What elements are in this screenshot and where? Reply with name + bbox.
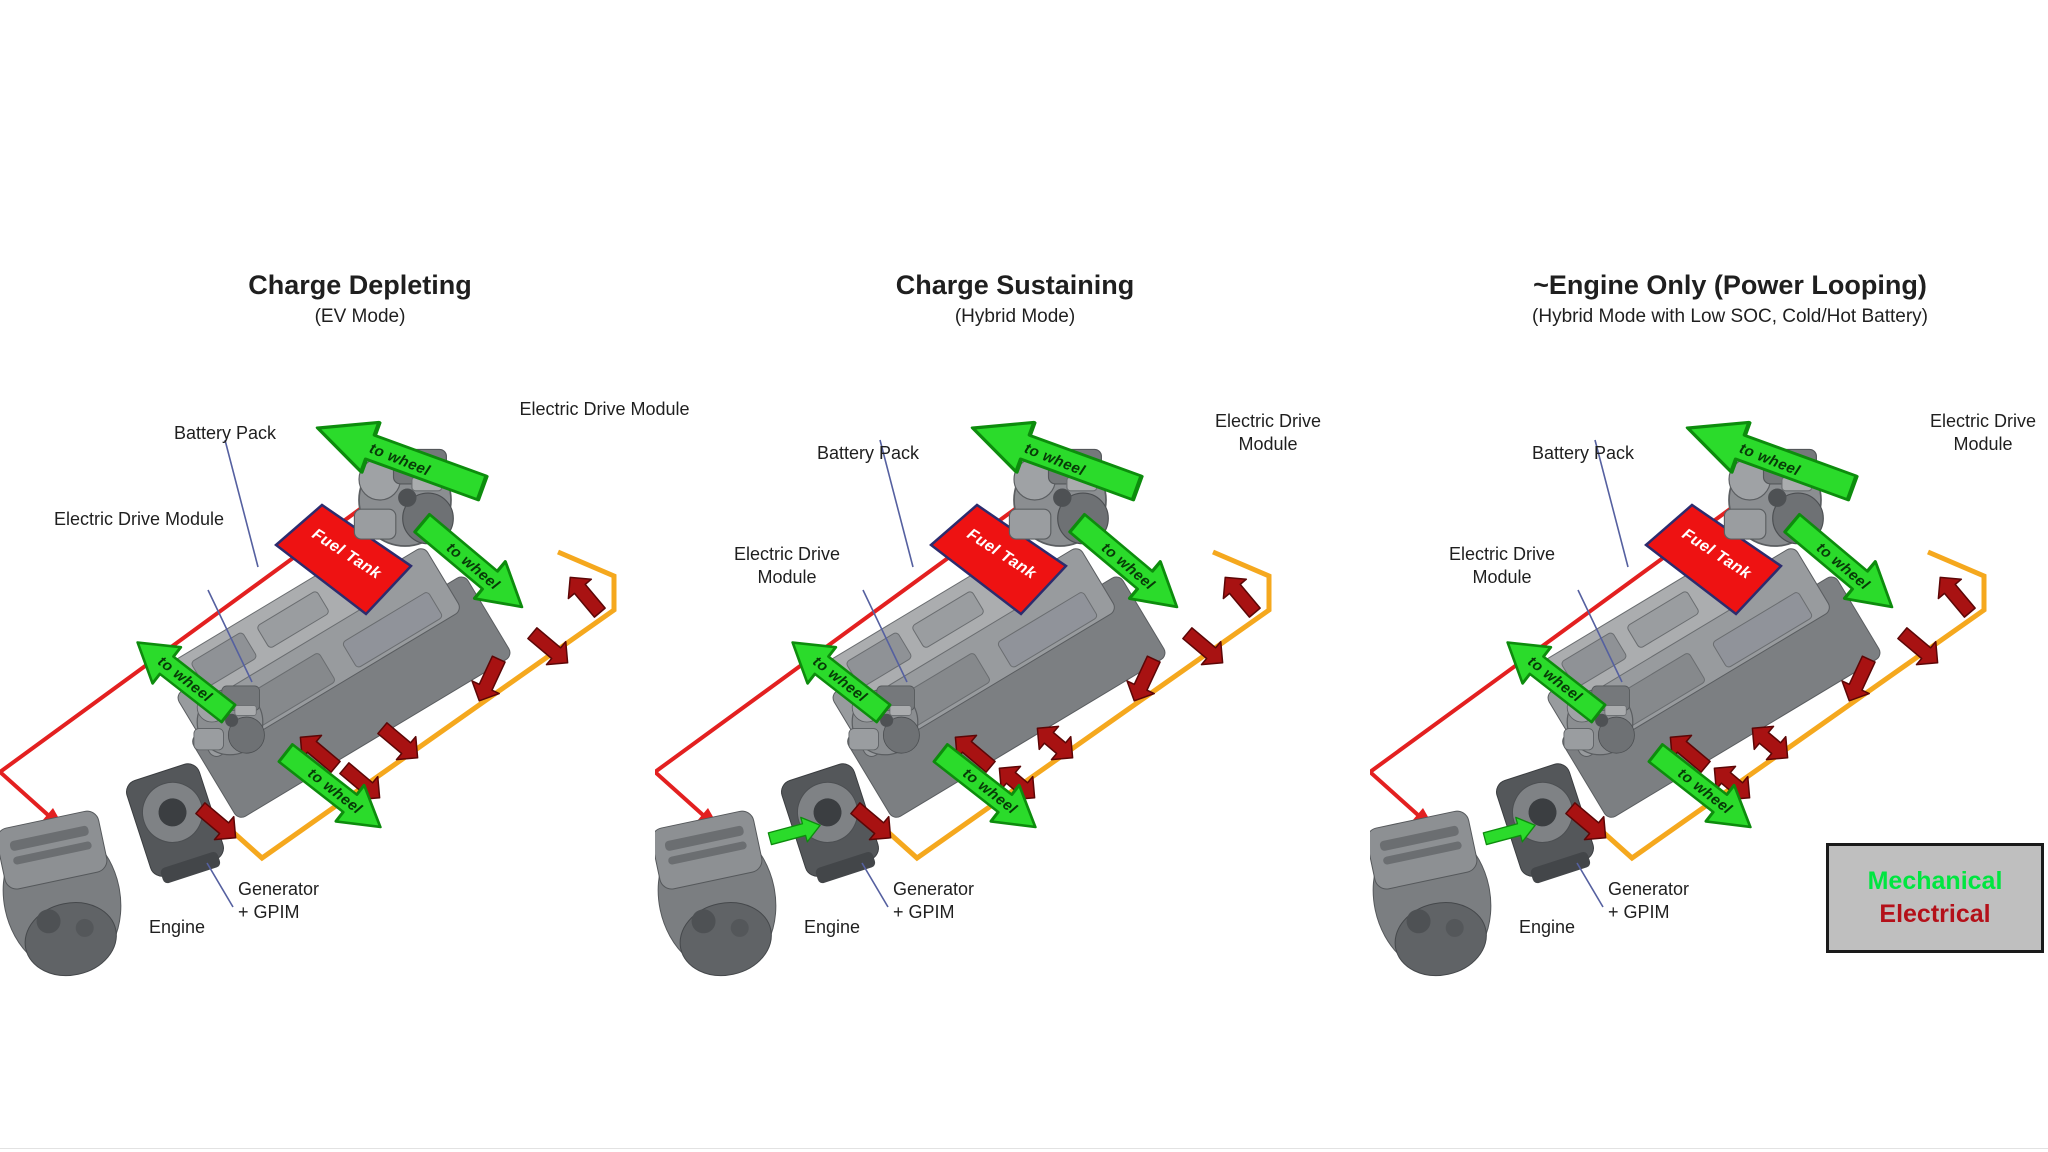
generator-label-line1: Generator — [238, 879, 320, 899]
electric-drive-module-left-label: Electric Drive Module — [1448, 544, 1555, 587]
powertrain-mode-panel: Charge Sustaining (Hybrid Mode) Fuel Tan… — [655, 250, 1415, 1152]
generator-gpim-module — [781, 763, 879, 884]
engine-label: Engine — [148, 917, 206, 937]
generator-gpim-label: Generator + GPIM — [238, 878, 388, 923]
label-pointer-line — [224, 439, 259, 568]
powertrain-mode-panel: Charge Depleting (EV Mode) Fuel Tank — [0, 250, 760, 1152]
legend-mechanical: Mechanical — [1867, 867, 2003, 895]
electrical-bus-line-orange — [212, 549, 617, 862]
electrical-flow-arrow — [1212, 566, 1268, 624]
generator-label-line2: + GPIM — [1608, 901, 1670, 922]
electric-drive-module-right-label: Electric Drive Module — [519, 399, 690, 419]
legend-box: Mechanical Electrical — [1826, 843, 2044, 953]
powertrain-diagram: Fuel Tank — [1370, 250, 1987, 977]
electrical-bus-line-orange — [867, 549, 1272, 862]
battery-pack-label: Battery Pack — [816, 443, 920, 463]
electric-drive-module-left-label: Electric Drive Module — [53, 509, 225, 529]
panel-subtitle: (Hybrid Mode with Low SOC, Cold/Hot Batt… — [1532, 306, 1928, 327]
powertrain-diagram: Fuel Tank — [655, 250, 1272, 977]
electrical-flow-arrow — [557, 566, 613, 624]
powertrain-mode-panel: ~Engine Only (Power Looping) (Hybrid Mod… — [1370, 250, 2048, 1152]
legend-electrical: Electrical — [1879, 900, 1991, 928]
panel-title: Charge Sustaining — [895, 270, 1135, 300]
label-pointer-line — [862, 589, 908, 683]
slide-bottom-rule — [0, 1148, 2048, 1149]
label-pointer-line — [1576, 862, 1604, 908]
electric-drive-module-right-label: Electric Drive Module — [1214, 411, 1321, 454]
generator-label-line1: Generator — [893, 879, 975, 899]
panel-subtitle: (Hybrid Mode) — [954, 306, 1076, 327]
panel-title: ~Engine Only (Power Looping) — [1533, 270, 1927, 300]
engine-label: Engine — [803, 917, 861, 937]
label-pointer-line — [206, 862, 234, 908]
generator-label-line1: Generator — [1608, 879, 1690, 899]
generator-gpim-label: Generator + GPIM — [893, 878, 1043, 923]
generator-label-line2: + GPIM — [893, 901, 955, 922]
label-pointer-line — [879, 439, 914, 568]
panel-subtitle: (EV Mode) — [314, 306, 406, 327]
engine-label: Engine — [1518, 917, 1576, 937]
battery-pack-label: Battery Pack — [173, 423, 277, 443]
label-pointer-line — [207, 589, 253, 683]
electrical-flow-arrow — [1927, 566, 1983, 624]
battery-pack-label: Battery Pack — [1531, 443, 1635, 463]
generator-label-line2: + GPIM — [238, 901, 300, 922]
electric-drive-module-left-label: Electric Drive Module — [733, 544, 840, 587]
label-pointer-line — [1577, 589, 1623, 683]
powertrain-diagram: Fuel Tank — [0, 250, 617, 977]
panel-title: Charge Depleting — [248, 270, 472, 300]
electrical-bus-line-orange — [1582, 549, 1987, 862]
engine-module — [1370, 810, 1492, 977]
engine-module — [655, 810, 777, 977]
electric-drive-module-right-label: Electric Drive Module — [1929, 411, 2036, 454]
label-pointer-line — [1594, 439, 1629, 568]
label-pointer-line — [861, 862, 889, 908]
engine-module — [0, 810, 122, 977]
generator-gpim-label: Generator + GPIM — [1608, 878, 1758, 923]
generator-gpim-module — [126, 763, 224, 884]
